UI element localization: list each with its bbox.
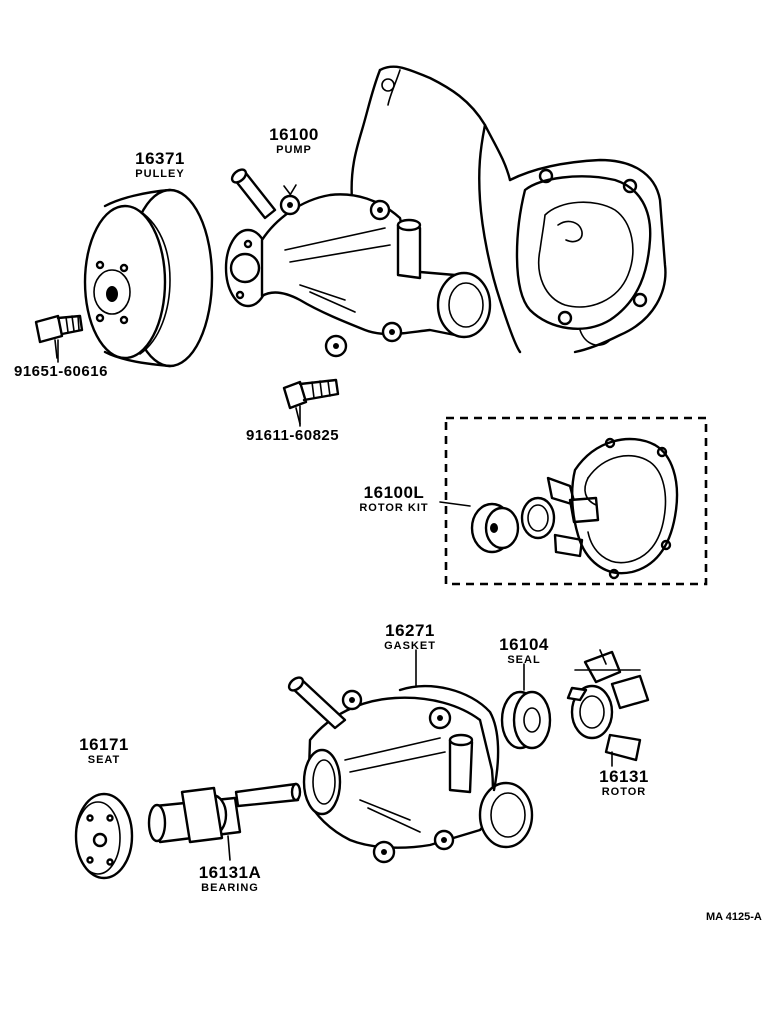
pump-label: 16100 PUMP xyxy=(269,126,319,156)
pulley-part-number: 16371 xyxy=(135,149,185,168)
pulley-part-name: PULLEY xyxy=(135,168,185,180)
seat-part-number: 16171 xyxy=(79,735,129,754)
bolt-a-drawing xyxy=(34,314,84,359)
rotor-kit-part-number: 16100L xyxy=(363,483,425,502)
pulley-drawing xyxy=(83,188,214,368)
pump-part-name: PUMP xyxy=(276,144,312,156)
drawing-reference-code: MA 4125-A xyxy=(706,911,762,923)
gasket-part-name: GASKET xyxy=(384,640,436,652)
engine-cover-drawing xyxy=(350,65,667,354)
bolt-b-drawing xyxy=(282,378,340,425)
rotor-label: 16131 ROTOR xyxy=(599,768,649,798)
seal-part-number: 16104 xyxy=(499,635,549,654)
rotor-part-name: ROTOR xyxy=(601,786,647,798)
gasket-label: 16271 GASKET xyxy=(384,622,436,652)
bearing-part-name: BEARING xyxy=(201,882,259,894)
seat-drawing xyxy=(74,792,134,880)
bolt-b-label: 91611-60825 xyxy=(246,427,340,444)
seal-drawing xyxy=(500,690,552,750)
seat-label: 16171 SEAT xyxy=(79,736,129,766)
rotor-drawing xyxy=(566,649,650,762)
bearing-drawing xyxy=(147,782,302,844)
pump-body-drawing xyxy=(287,676,534,864)
rotor-kit-label: 16100L ROTOR KIT xyxy=(359,484,428,514)
rotor-kit-box xyxy=(439,416,708,586)
bearing-label: 16131A BEARING xyxy=(199,864,262,894)
bearing-part-number: 16131A xyxy=(198,863,262,882)
pulley-label: 16371 PULLEY xyxy=(135,150,185,180)
seal-label: 16104 SEAL xyxy=(499,636,549,666)
seal-part-name: SEAL xyxy=(507,654,541,666)
rotor-kit-part-name: ROTOR KIT xyxy=(359,502,429,514)
leader-lines xyxy=(57,185,613,861)
rotor-part-number: 16131 xyxy=(599,767,649,786)
seat-part-name: SEAT xyxy=(87,754,121,766)
pump-part-number: 16100 xyxy=(269,125,319,144)
gasket-part-number: 16271 xyxy=(385,621,435,640)
pump-assembly-drawing xyxy=(224,168,492,358)
bolt-a-label: 91651-60616 xyxy=(14,363,108,380)
